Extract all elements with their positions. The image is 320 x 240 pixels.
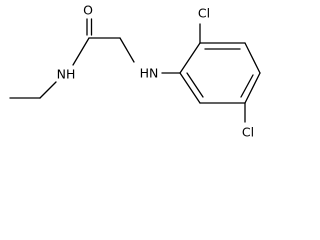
ring-bond-4 — [244, 72, 261, 104]
atom-chlorine-top: Cl — [198, 6, 210, 21]
atom-amide-nh: NH — [57, 67, 76, 82]
ring-double-3 — [186, 72, 204, 98]
ring-bond-6 — [179, 72, 201, 104]
ring-double-2 — [240, 74, 254, 98]
bond-carbonyl-nh — [72, 37, 90, 66]
ring-bond-1 — [179, 42, 201, 74]
atom-labels: O NH HN Cl Cl — [57, 3, 254, 140]
ring-bond-3 — [244, 42, 261, 74]
bond-ch2-hn — [119, 37, 135, 63]
bond-nh-ch2 — [39, 81, 57, 99]
atom-amine-hn: HN — [140, 66, 159, 81]
bonds — [9, 18, 261, 123]
atom-chlorine-bottom: Cl — [242, 125, 254, 140]
structure-diagram: O NH HN Cl Cl — [9, 3, 261, 140]
atom-oxygen: O — [83, 3, 93, 18]
